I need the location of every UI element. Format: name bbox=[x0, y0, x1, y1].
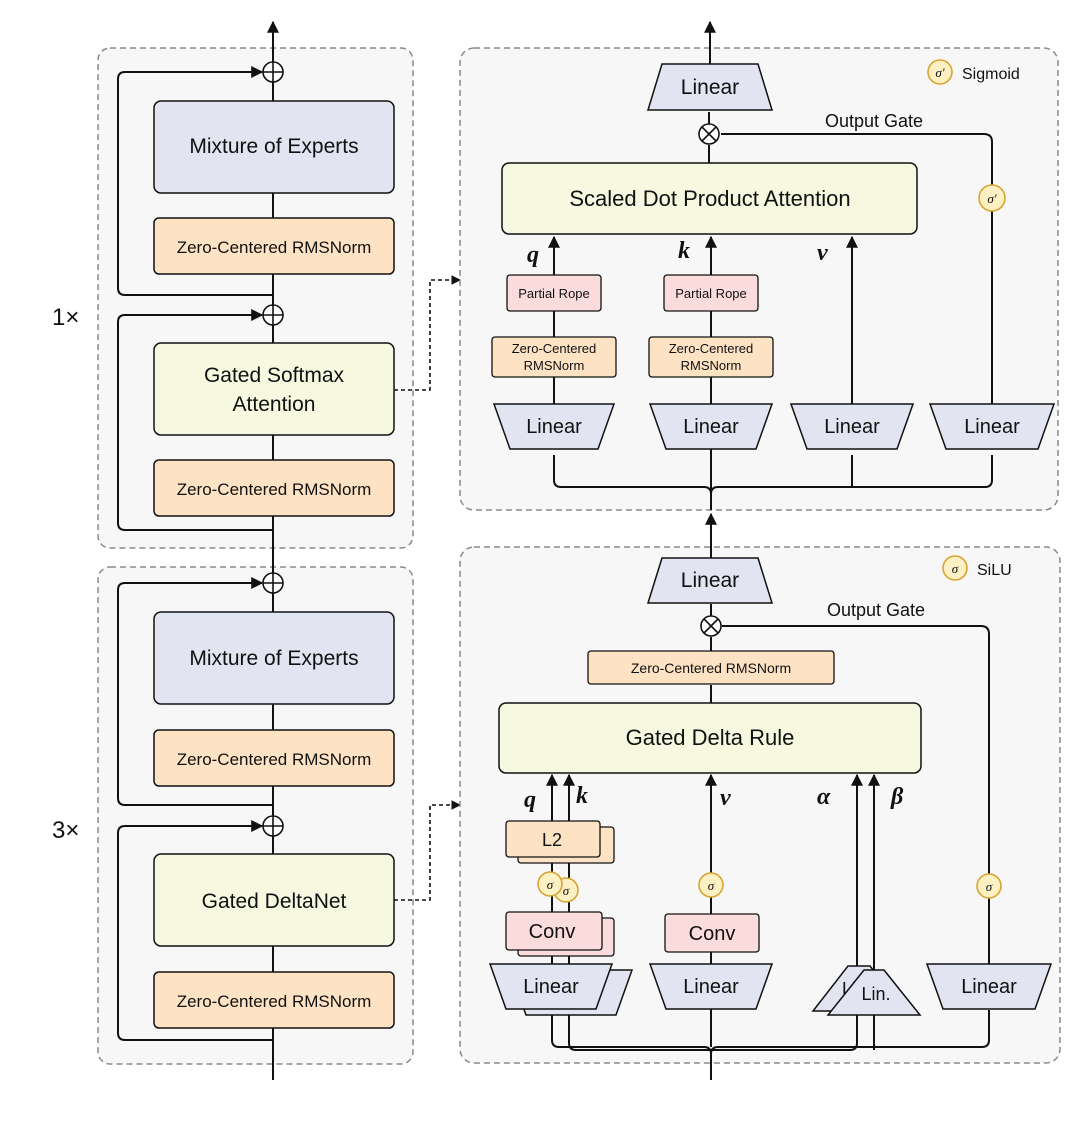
expand-arrow-attention bbox=[394, 275, 461, 391]
sdpa-label: Scaled Dot Product Attention bbox=[569, 186, 850, 211]
k-label: k bbox=[576, 783, 588, 809]
residual-arrow-attn bbox=[117, 309, 273, 531]
multiplier-1x: 1× bbox=[52, 304, 79, 331]
linear-v bbox=[789, 403, 915, 450]
svg-text:RMSNorm: RMSNorm bbox=[681, 358, 742, 373]
residual-arrow-moe bbox=[117, 577, 273, 806]
gated-delta-rule-label: Gated Delta Rule bbox=[626, 725, 795, 750]
deltanet-label: Gated DeltaNet bbox=[202, 890, 347, 913]
svg-text:Linear: Linear bbox=[681, 569, 739, 592]
svg-text:Linear: Linear bbox=[683, 416, 739, 438]
residual-arrow-deltanet bbox=[117, 820, 273, 1041]
output-gate-line bbox=[721, 133, 993, 406]
svg-text:Partial Rope: Partial Rope bbox=[675, 286, 747, 301]
norm-box bbox=[153, 217, 395, 275]
svg-text:RMSNorm: RMSNorm bbox=[524, 358, 585, 373]
svg-text:Linear: Linear bbox=[681, 76, 739, 99]
linear-out bbox=[646, 63, 774, 111]
partial-rope-k bbox=[663, 274, 759, 312]
sigmoid-legend-icon bbox=[927, 59, 953, 85]
svg-text:Zero-Centered: Zero-Centered bbox=[512, 341, 597, 356]
svg-text:Linear: Linear bbox=[961, 976, 1017, 998]
norm-box bbox=[153, 729, 395, 787]
moe-box bbox=[153, 611, 395, 705]
norm-box bbox=[153, 971, 395, 1029]
silu-icon-qk bbox=[537, 871, 563, 897]
l2-norm-qk bbox=[505, 820, 601, 858]
linear-beta bbox=[826, 969, 922, 1016]
svg-text:Linear: Linear bbox=[964, 416, 1020, 438]
svg-text:σ: σ bbox=[952, 561, 959, 576]
linear-q bbox=[492, 403, 616, 450]
svg-text:σ: σ bbox=[986, 879, 993, 894]
svg-text:Linear: Linear bbox=[824, 416, 880, 438]
attention-detail-panel: σ' Sigmoid Linear Linear Linear Linear Z… bbox=[459, 20, 1059, 511]
svg-text:σ: σ bbox=[547, 877, 554, 892]
gated-softmax-attention-box bbox=[153, 342, 395, 436]
svg-text:Linear: Linear bbox=[523, 976, 579, 998]
svg-text:Conv: Conv bbox=[689, 923, 736, 945]
q-label: q bbox=[527, 242, 539, 268]
q-label: q bbox=[524, 787, 536, 813]
output-gate-label: Output Gate bbox=[825, 111, 923, 131]
svg-text:Linear: Linear bbox=[683, 976, 739, 998]
qk-norm-k bbox=[648, 336, 774, 378]
sigmoid-icon bbox=[978, 184, 1006, 212]
expand-arrow-deltanet bbox=[394, 800, 461, 901]
v-label: v bbox=[720, 785, 731, 811]
multiplier-3x: 3× bbox=[52, 817, 79, 844]
moe-label: Mixture of Experts bbox=[189, 647, 358, 670]
attention-label-line1: Gated Softmax bbox=[204, 364, 345, 387]
moe-label: Mixture of Experts bbox=[189, 135, 358, 158]
v-label: v bbox=[817, 240, 828, 266]
left-bottom-block: 3× Mixture of Experts Zero-Centered RMSN… bbox=[52, 540, 461, 1080]
norm-label: Zero-Centered RMSNorm bbox=[177, 480, 372, 499]
linear-k bbox=[648, 403, 774, 450]
sigmoid-legend-label: Sigmoid bbox=[962, 66, 1020, 83]
svg-text:L2: L2 bbox=[542, 830, 562, 850]
linear-gate bbox=[928, 403, 1056, 450]
conv-qk bbox=[505, 911, 603, 951]
svg-text:Zero-Centered: Zero-Centered bbox=[669, 341, 754, 356]
partial-rope-q bbox=[506, 274, 602, 312]
norm-box bbox=[153, 459, 395, 517]
silu-legend-icon bbox=[942, 555, 968, 581]
output-gate-label: Output Gate bbox=[827, 600, 925, 620]
silu-legend-label: SiLU bbox=[977, 562, 1012, 579]
linear-gate bbox=[925, 963, 1053, 1010]
qk-norm-q bbox=[491, 336, 617, 378]
norm-label: Zero-Centered RMSNorm bbox=[177, 750, 372, 769]
norm-label: Zero-Centered RMSNorm bbox=[177, 992, 372, 1011]
svg-text:σ': σ' bbox=[987, 191, 996, 206]
svg-text:σ': σ' bbox=[935, 65, 944, 80]
svg-text:Lin.: Lin. bbox=[861, 984, 890, 1004]
output-gate-line bbox=[722, 625, 990, 965]
linear-v bbox=[648, 963, 774, 1010]
svg-text:Partial Rope: Partial Rope bbox=[518, 286, 590, 301]
linear-qk bbox=[488, 963, 614, 1010]
svg-text:Zero-Centered RMSNorm: Zero-Centered RMSNorm bbox=[631, 660, 791, 676]
k-label: k bbox=[678, 238, 690, 264]
svg-text:Linear: Linear bbox=[526, 416, 582, 438]
beta-label: β bbox=[890, 784, 904, 810]
deltanet-detail-panel: σ SiLU Linear Linear Li Lin. Linear bbox=[459, 512, 1061, 1080]
silu-icon-v bbox=[698, 872, 724, 898]
residual-arrow-moe bbox=[117, 66, 273, 296]
svg-text:σ: σ bbox=[563, 883, 570, 898]
moe-box bbox=[153, 100, 395, 194]
conv-v bbox=[664, 913, 760, 953]
linear-out bbox=[646, 557, 774, 604]
attention-label-line2: Attention bbox=[233, 393, 316, 416]
svg-text:σ: σ bbox=[708, 878, 715, 893]
svg-text:Conv: Conv bbox=[529, 921, 576, 943]
silu-icon-gate bbox=[976, 873, 1002, 899]
norm-label: Zero-Centered RMSNorm bbox=[177, 238, 372, 257]
alpha-label: α bbox=[817, 784, 831, 810]
left-top-block: 1× Mixture of Experts Zero-Centered RMSN… bbox=[52, 20, 461, 1080]
